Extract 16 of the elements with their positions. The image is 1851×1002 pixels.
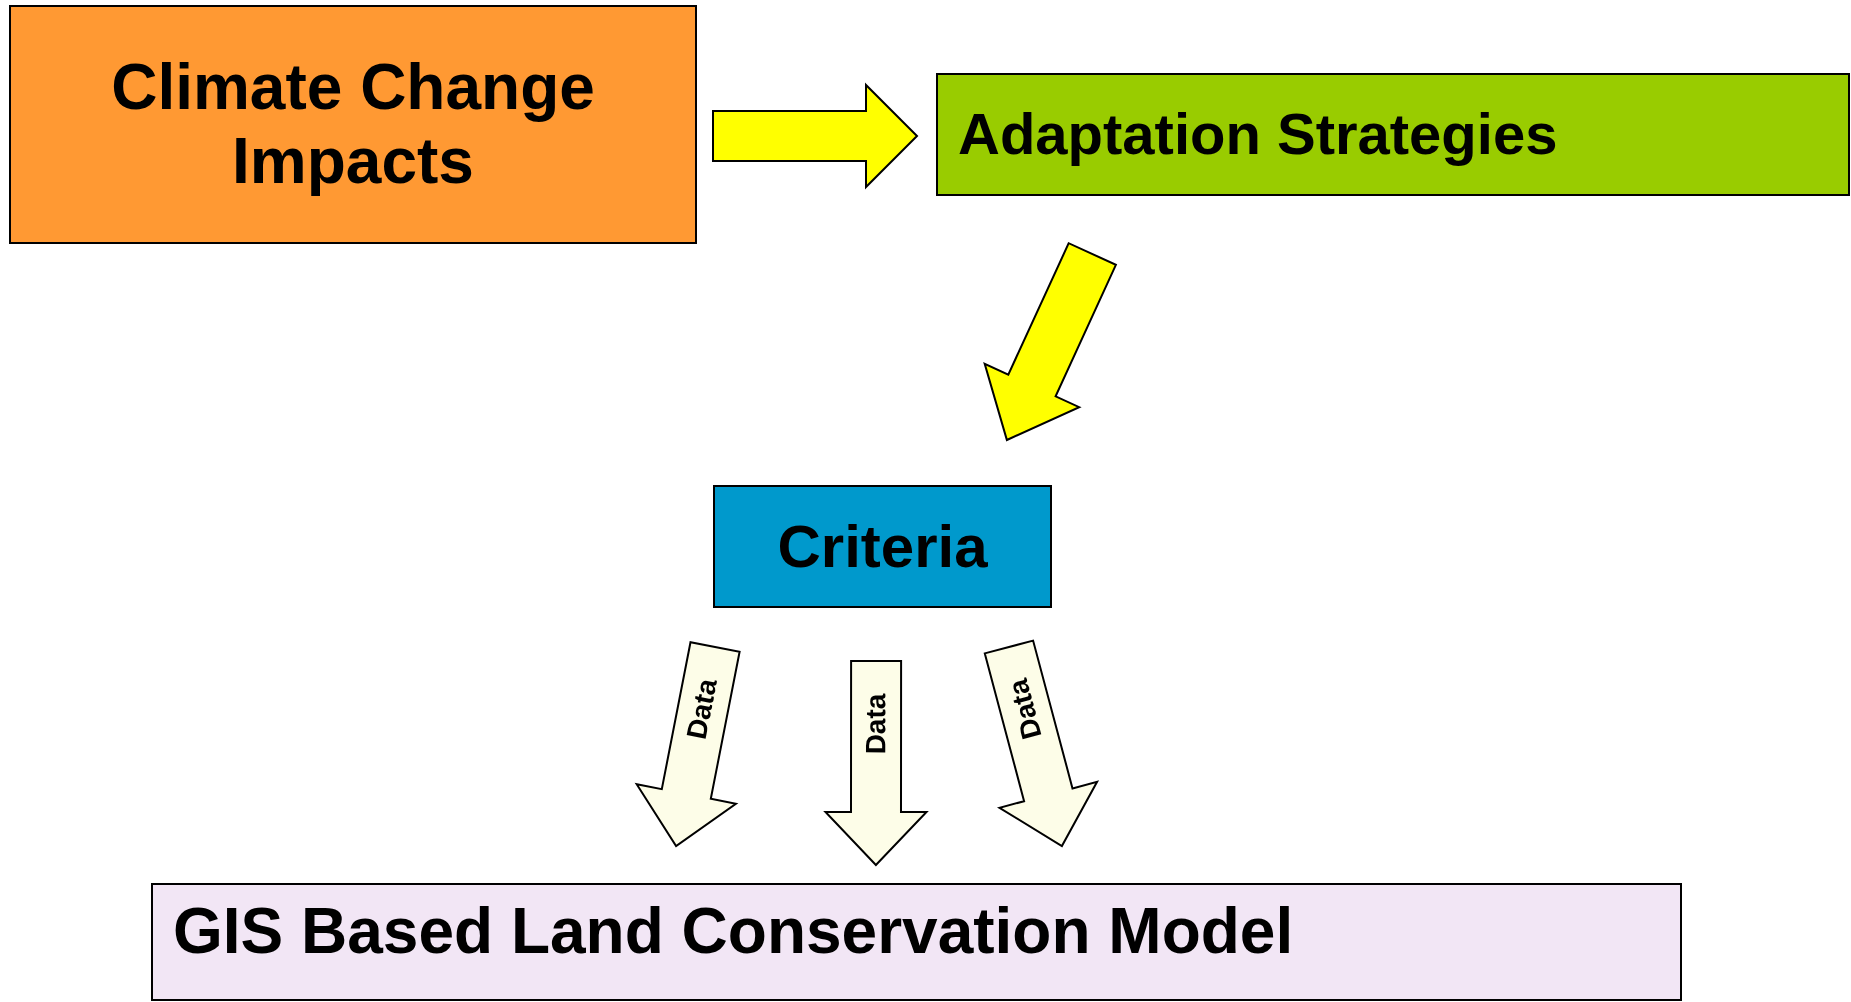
process-box: [936, 73, 1850, 196]
block-arrow: [983, 639, 1100, 848]
node-text: Criteria: [777, 512, 988, 581]
block-arrow: [823, 660, 929, 867]
block-arrow: [983, 241, 1118, 442]
process-box: [9, 5, 697, 244]
edge-label: Data: [683, 676, 723, 742]
node-text: Adaptation Strategies: [958, 101, 1558, 168]
process-box: [151, 883, 1682, 1001]
edge-label: Data: [861, 694, 890, 755]
block-arrow: [712, 82, 919, 190]
edge-label: Data: [1004, 676, 1047, 742]
block-arrow: [634, 641, 741, 848]
node-text: GIS Based Land Conservation Model: [173, 895, 1294, 969]
process-box: [713, 485, 1052, 608]
node-text: Climate Change Impacts: [110, 50, 596, 199]
